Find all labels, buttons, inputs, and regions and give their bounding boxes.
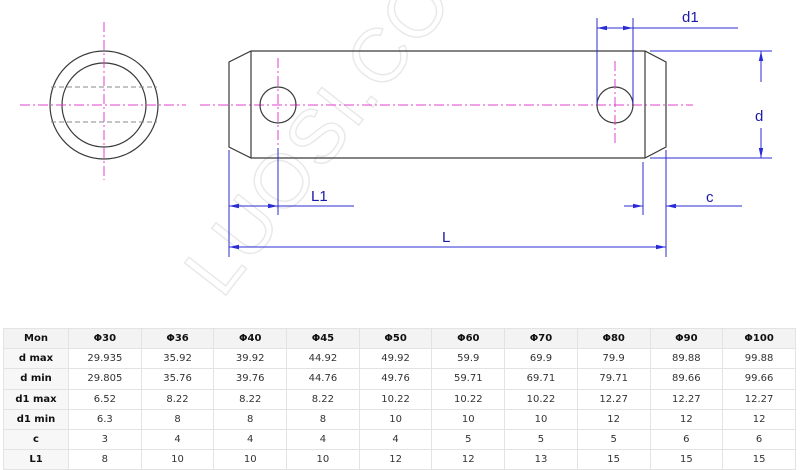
table-cell: 10 bbox=[431, 408, 506, 430]
table-row: c 3 4 4 4 4 5 5 5 6 6 bbox=[3, 428, 796, 451]
dimension-label-L1: L1 bbox=[311, 188, 328, 205]
table-cell: 8.22 bbox=[213, 388, 288, 410]
table-cell: 44.76 bbox=[286, 368, 360, 390]
table-cell: 8 bbox=[213, 408, 288, 430]
table-cell: 5 bbox=[431, 428, 506, 451]
dimension-label-d1: d1 bbox=[682, 9, 699, 26]
header-cell: Φ70 bbox=[504, 327, 578, 350]
table-cell: 8 bbox=[140, 408, 215, 430]
table-cell: 29.935 bbox=[68, 348, 142, 370]
table-cell: 12 bbox=[431, 449, 506, 470]
table-cell: 10.22 bbox=[358, 388, 433, 410]
header-cell: Φ30 bbox=[68, 327, 142, 350]
table-cell: 29.805 bbox=[68, 368, 142, 390]
table-cell: 89.88 bbox=[649, 348, 724, 370]
table-cell: 59.71 bbox=[431, 368, 506, 390]
table-cell: 49.92 bbox=[358, 348, 433, 370]
watermark: LUOSI.COM bbox=[168, 0, 509, 310]
table-cell: 89.66 bbox=[649, 368, 724, 390]
row-label: c bbox=[3, 428, 69, 451]
table-cell: 10.22 bbox=[504, 388, 578, 410]
table-cell: 6.52 bbox=[68, 388, 142, 410]
table-cell: 8 bbox=[68, 449, 142, 470]
table-row: d1 min 6.3 8 8 8 10 10 10 12 12 12 bbox=[3, 408, 796, 430]
table-header-row: Mon Φ30 Φ36 Φ40 Φ45 Φ50 Φ60 Φ70 Φ80 Φ90 … bbox=[3, 327, 796, 350]
header-cell: Φ80 bbox=[576, 327, 651, 350]
table-cell: 12.27 bbox=[722, 388, 796, 410]
table-cell: 10.22 bbox=[431, 388, 506, 410]
table-cell: 10 bbox=[140, 449, 215, 470]
table-cell: 6 bbox=[722, 428, 796, 451]
table-cell: 4 bbox=[286, 428, 360, 451]
table-cell: 4 bbox=[140, 428, 215, 451]
header-cell: Mon bbox=[3, 327, 69, 350]
table-cell: 4 bbox=[213, 428, 288, 451]
table-cell: 69.9 bbox=[504, 348, 578, 370]
table-cell: 39.92 bbox=[213, 348, 288, 370]
table-cell: 10 bbox=[358, 408, 433, 430]
table-row: d1 max 6.52 8.22 8.22 8.22 10.22 10.22 1… bbox=[3, 388, 796, 410]
table-cell: 99.66 bbox=[722, 368, 796, 390]
table-cell: 39.76 bbox=[213, 368, 288, 390]
table-cell: 79.71 bbox=[576, 368, 651, 390]
table-cell: 8.22 bbox=[286, 388, 360, 410]
table-cell: 59.9 bbox=[431, 348, 506, 370]
row-label: L1 bbox=[3, 449, 69, 470]
table-cell: 35.76 bbox=[140, 368, 215, 390]
outer-circle bbox=[49, 50, 159, 160]
header-cell: Φ60 bbox=[431, 327, 506, 350]
header-cell: Φ90 bbox=[649, 327, 724, 350]
table-row: d min 29.805 35.76 39.76 44.76 49.76 59.… bbox=[3, 368, 796, 390]
dimension-label-c: c bbox=[706, 189, 714, 206]
specification-table: Mon Φ30 Φ36 Φ40 Φ45 Φ50 Φ60 Φ70 Φ80 Φ90 … bbox=[3, 327, 796, 470]
table-cell: 12 bbox=[722, 408, 796, 430]
dimension-label-d: d bbox=[755, 108, 763, 125]
end-view bbox=[20, 22, 186, 180]
header-cell: Φ100 bbox=[722, 327, 796, 350]
table-cell: 10 bbox=[213, 449, 288, 470]
row-label: d min bbox=[3, 368, 69, 390]
table-cell: 69.71 bbox=[504, 368, 578, 390]
table-cell: 12.27 bbox=[576, 388, 651, 410]
table-cell: 4 bbox=[358, 428, 433, 451]
table-cell: 79.9 bbox=[576, 348, 651, 370]
row-label: d max bbox=[3, 348, 69, 370]
table-cell: 49.76 bbox=[358, 368, 433, 390]
table-row: d max 29.935 35.92 39.92 44.92 49.92 59.… bbox=[3, 348, 796, 370]
table-cell: 99.88 bbox=[722, 348, 796, 370]
table-cell: 10 bbox=[504, 408, 578, 430]
table-cell: 12 bbox=[576, 408, 651, 430]
header-cell: Φ40 bbox=[213, 327, 288, 350]
table-cell: 12.27 bbox=[649, 388, 724, 410]
table-cell: 8.22 bbox=[140, 388, 215, 410]
table-cell: 6.3 bbox=[68, 408, 142, 430]
dimensions bbox=[228, 18, 772, 257]
table-cell: 12 bbox=[358, 449, 433, 470]
table-cell: 13 bbox=[504, 449, 578, 470]
table-row: L1 8 10 10 10 12 12 13 15 15 15 bbox=[3, 449, 796, 470]
table-cell: 6 bbox=[649, 428, 724, 451]
table-cell: 5 bbox=[576, 428, 651, 451]
table-cell: 3 bbox=[68, 428, 142, 451]
table-cell: 15 bbox=[576, 449, 651, 470]
table-cell: 10 bbox=[286, 449, 360, 470]
row-label: d1 max bbox=[3, 388, 69, 410]
row-label: d1 min bbox=[3, 408, 69, 430]
table-cell: 15 bbox=[722, 449, 796, 470]
table-cell: 15 bbox=[649, 449, 724, 470]
header-cell: Φ50 bbox=[358, 327, 433, 350]
table-cell: 12 bbox=[649, 408, 724, 430]
table-cell: 35.92 bbox=[140, 348, 215, 370]
side-view bbox=[200, 50, 693, 159]
header-cell: Φ45 bbox=[286, 327, 360, 350]
header-cell: Φ36 bbox=[140, 327, 215, 350]
table-cell: 5 bbox=[504, 428, 578, 451]
table-cell: 44.92 bbox=[286, 348, 360, 370]
technical-drawing: LUOSI.COM bbox=[20, 0, 772, 311]
cross-hole-left bbox=[259, 86, 297, 124]
table-cell: 8 bbox=[286, 408, 360, 430]
dimension-label-L: L bbox=[442, 229, 450, 246]
